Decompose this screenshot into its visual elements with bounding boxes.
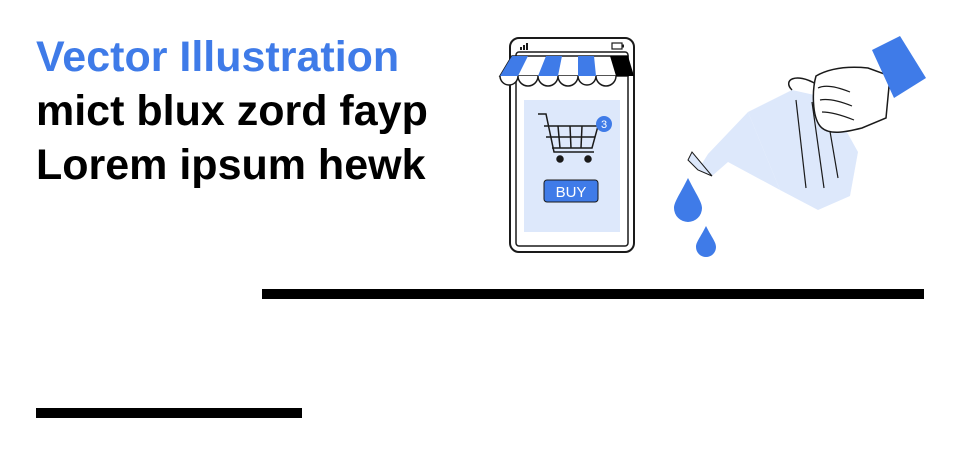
- headline-accent: Vector Illustration: [36, 33, 400, 81]
- shopping-cart-icon: [538, 113, 599, 163]
- headline-main: mict blux zord fayp Lorem ipsum hewk: [36, 87, 428, 189]
- buy-button: [543, 179, 599, 203]
- buy-button-label: BUY: [556, 184, 587, 201]
- cart-badge: [596, 116, 612, 132]
- shopping-illustration: 3 BUY: [498, 36, 926, 257]
- divider-long: [262, 289, 924, 299]
- water-drop-icon: [674, 178, 716, 257]
- hand-icon: [812, 36, 926, 133]
- cart-badge-count: 3: [601, 119, 607, 131]
- shop-awning-icon: [498, 55, 634, 87]
- headline: Vector Illustration mict blux zord fayp …: [36, 30, 466, 192]
- divider-short: [36, 408, 302, 418]
